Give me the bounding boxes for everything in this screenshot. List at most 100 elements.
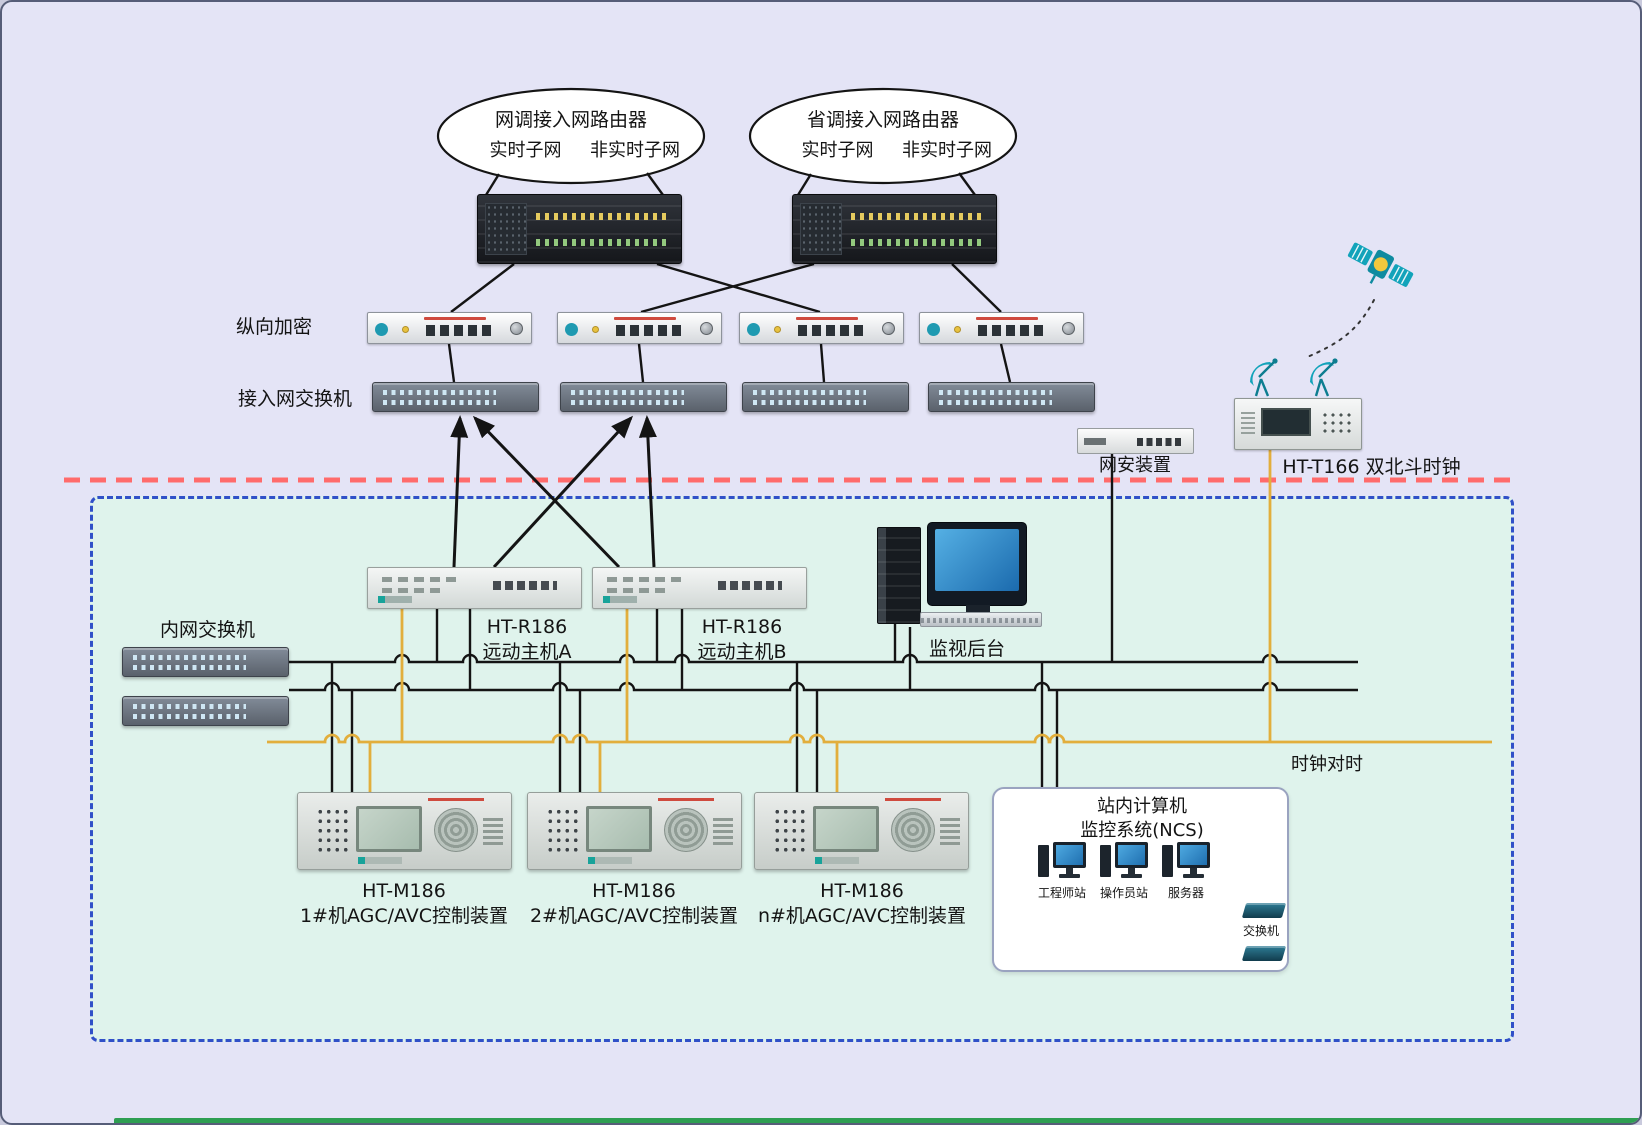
operator-station-label: 操作员站: [1099, 886, 1148, 900]
vendor-logo-icon: [358, 857, 402, 864]
panel-knob: [510, 322, 523, 335]
cloud-subnet-label: 实时子网: [801, 140, 874, 161]
device-marking: [1241, 410, 1255, 434]
device-marking: [658, 798, 714, 801]
router-port-strip: [851, 213, 986, 220]
server-icon: [1162, 840, 1210, 884]
encryption-device: [367, 312, 532, 344]
button-grid: [544, 805, 578, 853]
keyboard: [920, 612, 1042, 627]
vendor-logo-icon: [815, 857, 859, 864]
clock-sync-label: 时钟对时: [1291, 754, 1363, 775]
router-line-card: [800, 203, 842, 255]
vendor-logo-icon: [375, 323, 388, 336]
device-marking: [607, 588, 667, 593]
agc-name: 2#机AGC/AVC控制装置: [529, 905, 739, 928]
access-switch-label: 接入网交换机: [237, 388, 352, 410]
vent-slots: [713, 815, 733, 845]
encryptor-switch-link: [637, 343, 645, 383]
router-port-strip: [536, 213, 671, 220]
rtu-model: HT-R186: [701, 616, 783, 638]
status-led: [774, 326, 781, 333]
router-encryptor-link: [640, 262, 815, 314]
panel-knob: [1062, 322, 1075, 335]
intranet-switch-device: [122, 647, 289, 677]
port-strip: [1137, 438, 1183, 446]
ncs-system-box: [992, 787, 1289, 972]
pc-tower: [1100, 845, 1111, 877]
agc-controller-1-device: [297, 792, 512, 870]
router-encryptor-link: [450, 263, 515, 313]
vendor-logo-icon: [603, 596, 637, 603]
pc-tower: [1162, 845, 1173, 877]
monitor-stand: [966, 605, 990, 614]
connector-line: [484, 173, 501, 196]
cloud-subnet-label: 非实时子网: [902, 140, 992, 161]
rtu-host-b-label: HT-R186 远动主机B: [647, 615, 837, 665]
router-encryptor-link: [951, 263, 1002, 313]
device-marking: [424, 317, 486, 320]
agc-model: HT-M186: [820, 880, 904, 902]
ncs-switch-icon: [1241, 903, 1287, 918]
router-encryptor-link: [656, 262, 821, 314]
satellite-icon: [1347, 242, 1414, 287]
pc-monitor: [1177, 842, 1210, 868]
status-led: [954, 326, 961, 333]
computer-monitor: [927, 522, 1027, 614]
button-grid: [771, 805, 805, 853]
vendor-logo-icon: [378, 596, 412, 603]
clock-display: [1261, 408, 1311, 436]
pc-monitor: [1115, 842, 1148, 868]
clock-buttons: [1321, 411, 1353, 433]
agc-name: n#机AGC/AVC控制装置: [757, 905, 967, 928]
access-switch-device: [372, 382, 539, 412]
rtu-host-a-device: [367, 567, 582, 609]
encryptor-switch-link: [447, 343, 456, 383]
panel-knob: [700, 322, 713, 335]
vent-slots: [483, 815, 503, 845]
engineer-station-label: 工程师站: [1037, 886, 1086, 900]
rtu-host-a-label: HT-R186 远动主机A: [432, 615, 622, 665]
lcd-screen: [813, 806, 879, 852]
pc-monitor: [1053, 842, 1086, 868]
dispatch-access-router-device: [477, 194, 682, 264]
satellite-dish-icon: [1310, 358, 1338, 397]
ncs-switch-label: 交换机: [1242, 924, 1279, 938]
satellite-signal-path: [1304, 299, 1375, 359]
device-marking: [614, 317, 676, 320]
computer-tower: [877, 527, 921, 624]
device-marking: [885, 798, 941, 801]
cloud-title: 省调接入网路由器: [806, 109, 959, 131]
rtu-name: 远动主机B: [697, 641, 787, 664]
net-security-label: 网安装置: [1099, 455, 1171, 476]
vendor-logo-icon: [588, 857, 632, 864]
engineer-station-icon: [1038, 840, 1086, 884]
device-marking: [607, 577, 685, 582]
pc-base: [1059, 874, 1080, 878]
agc-name: 1#机AGC/AVC控制装置: [299, 905, 509, 928]
monitor-backend-label: 监视后台: [928, 638, 1005, 660]
port-strip: [616, 325, 682, 336]
lcd-screen: [586, 806, 652, 852]
pc-stand: [1066, 868, 1073, 874]
server-label: 服务器: [1167, 886, 1204, 900]
access-switch-device: [928, 382, 1095, 412]
pc-stand: [1190, 868, 1197, 874]
agc-controller-1-label: HT-M186 1#机AGC/AVC控制装置: [289, 879, 519, 929]
beidou-clock-label: HT-T166 双北斗时钟: [1282, 456, 1461, 478]
cloud-ellipse-province: [748, 87, 1018, 185]
access-switch-device: [560, 382, 727, 412]
port-strip: [798, 325, 864, 336]
encryptor-switch-link: [819, 343, 826, 383]
ncs-title-line1: 站内计算机: [1097, 796, 1187, 817]
cloud-title: 网调接入网路由器: [494, 109, 647, 131]
cloud-subnet-label: 实时子网: [489, 140, 562, 161]
rtu-name: 远动主机A: [482, 641, 572, 664]
vendor-logo-icon: [747, 323, 760, 336]
beidou-clock-device: [1234, 398, 1362, 450]
agc-controller-2-label: HT-M186 2#机AGC/AVC控制装置: [519, 879, 749, 929]
ncs-title: 站内计算机 监控系统(NCS): [1042, 795, 1242, 843]
pc-base: [1183, 874, 1204, 878]
device-marking: [428, 798, 484, 801]
lcd-screen: [356, 806, 422, 852]
